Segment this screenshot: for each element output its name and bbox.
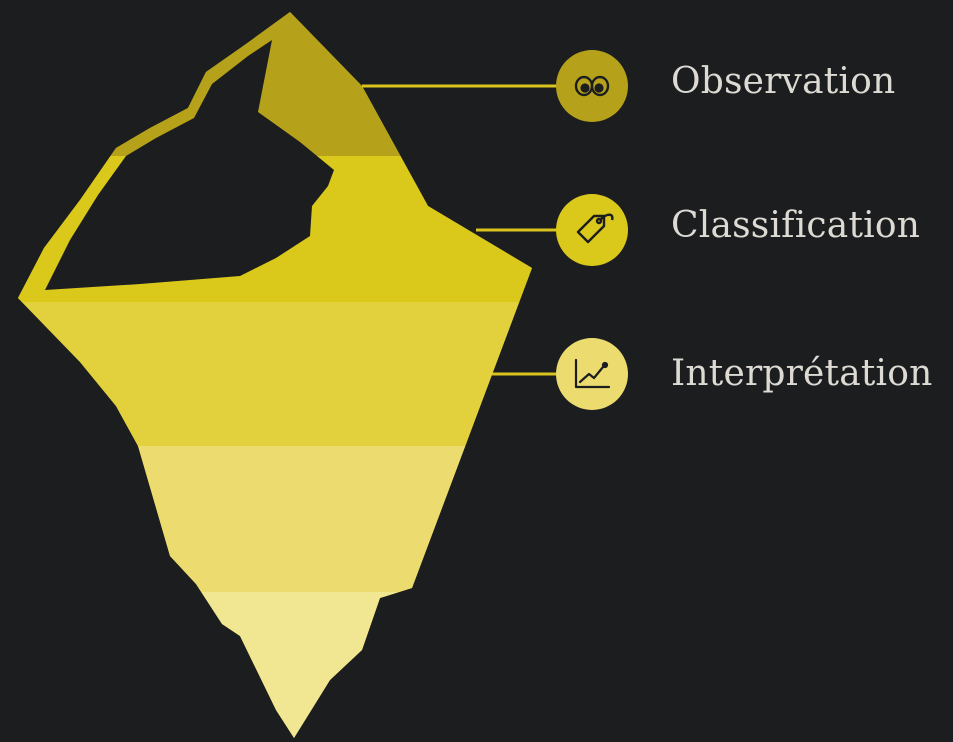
label-interpretation: Interprétation xyxy=(671,353,933,394)
badge-interpretation xyxy=(556,338,628,410)
iceberg-tip-cavity xyxy=(45,40,334,290)
line-chart-icon xyxy=(574,358,611,389)
eyes-icon xyxy=(574,75,610,97)
iceberg-band-4 xyxy=(18,446,532,592)
tag-icon xyxy=(576,213,614,244)
badge-observation xyxy=(556,50,628,122)
badge-classification xyxy=(556,194,628,266)
label-observation: Observation xyxy=(671,61,896,102)
label-classification: Classification xyxy=(671,205,921,246)
iceberg-band-5 xyxy=(18,592,532,738)
